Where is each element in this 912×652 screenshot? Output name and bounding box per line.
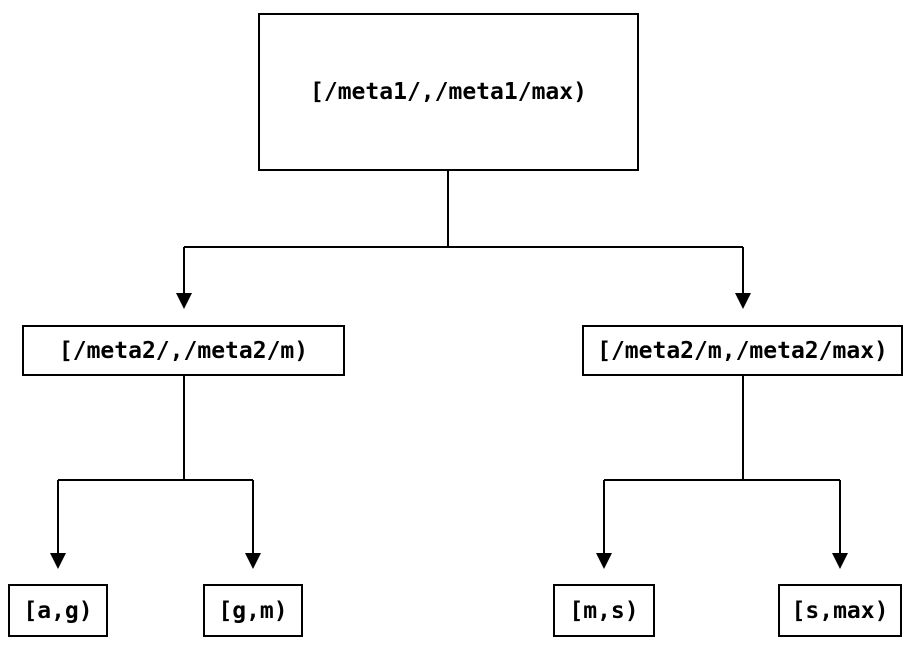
node-right-child: [/meta2/m,/meta2/max) bbox=[582, 325, 903, 376]
arrowhead-leaf-smax bbox=[832, 553, 848, 569]
arrowhead-leaf-gm bbox=[245, 553, 261, 569]
edge-root-to-children bbox=[183, 171, 744, 293]
arrowhead-right-child bbox=[735, 293, 751, 309]
node-leaf-gm: [g,m) bbox=[203, 584, 303, 637]
edge-right-to-leaves bbox=[603, 376, 841, 553]
edge-left-to-leaves bbox=[57, 376, 254, 553]
node-leaf-smax: [s,max) bbox=[778, 584, 902, 637]
node-root: [/meta1/,/meta1/max) bbox=[258, 13, 639, 171]
arrowhead-leaf-ms bbox=[596, 553, 612, 569]
node-left-child: [/meta2/,/meta2/m) bbox=[22, 325, 345, 376]
arrowhead-left-child bbox=[176, 293, 192, 309]
node-leaf-ag: [a,g) bbox=[8, 584, 108, 637]
arrowhead-leaf-ag bbox=[50, 553, 66, 569]
node-leaf-ms: [m,s) bbox=[553, 584, 655, 637]
